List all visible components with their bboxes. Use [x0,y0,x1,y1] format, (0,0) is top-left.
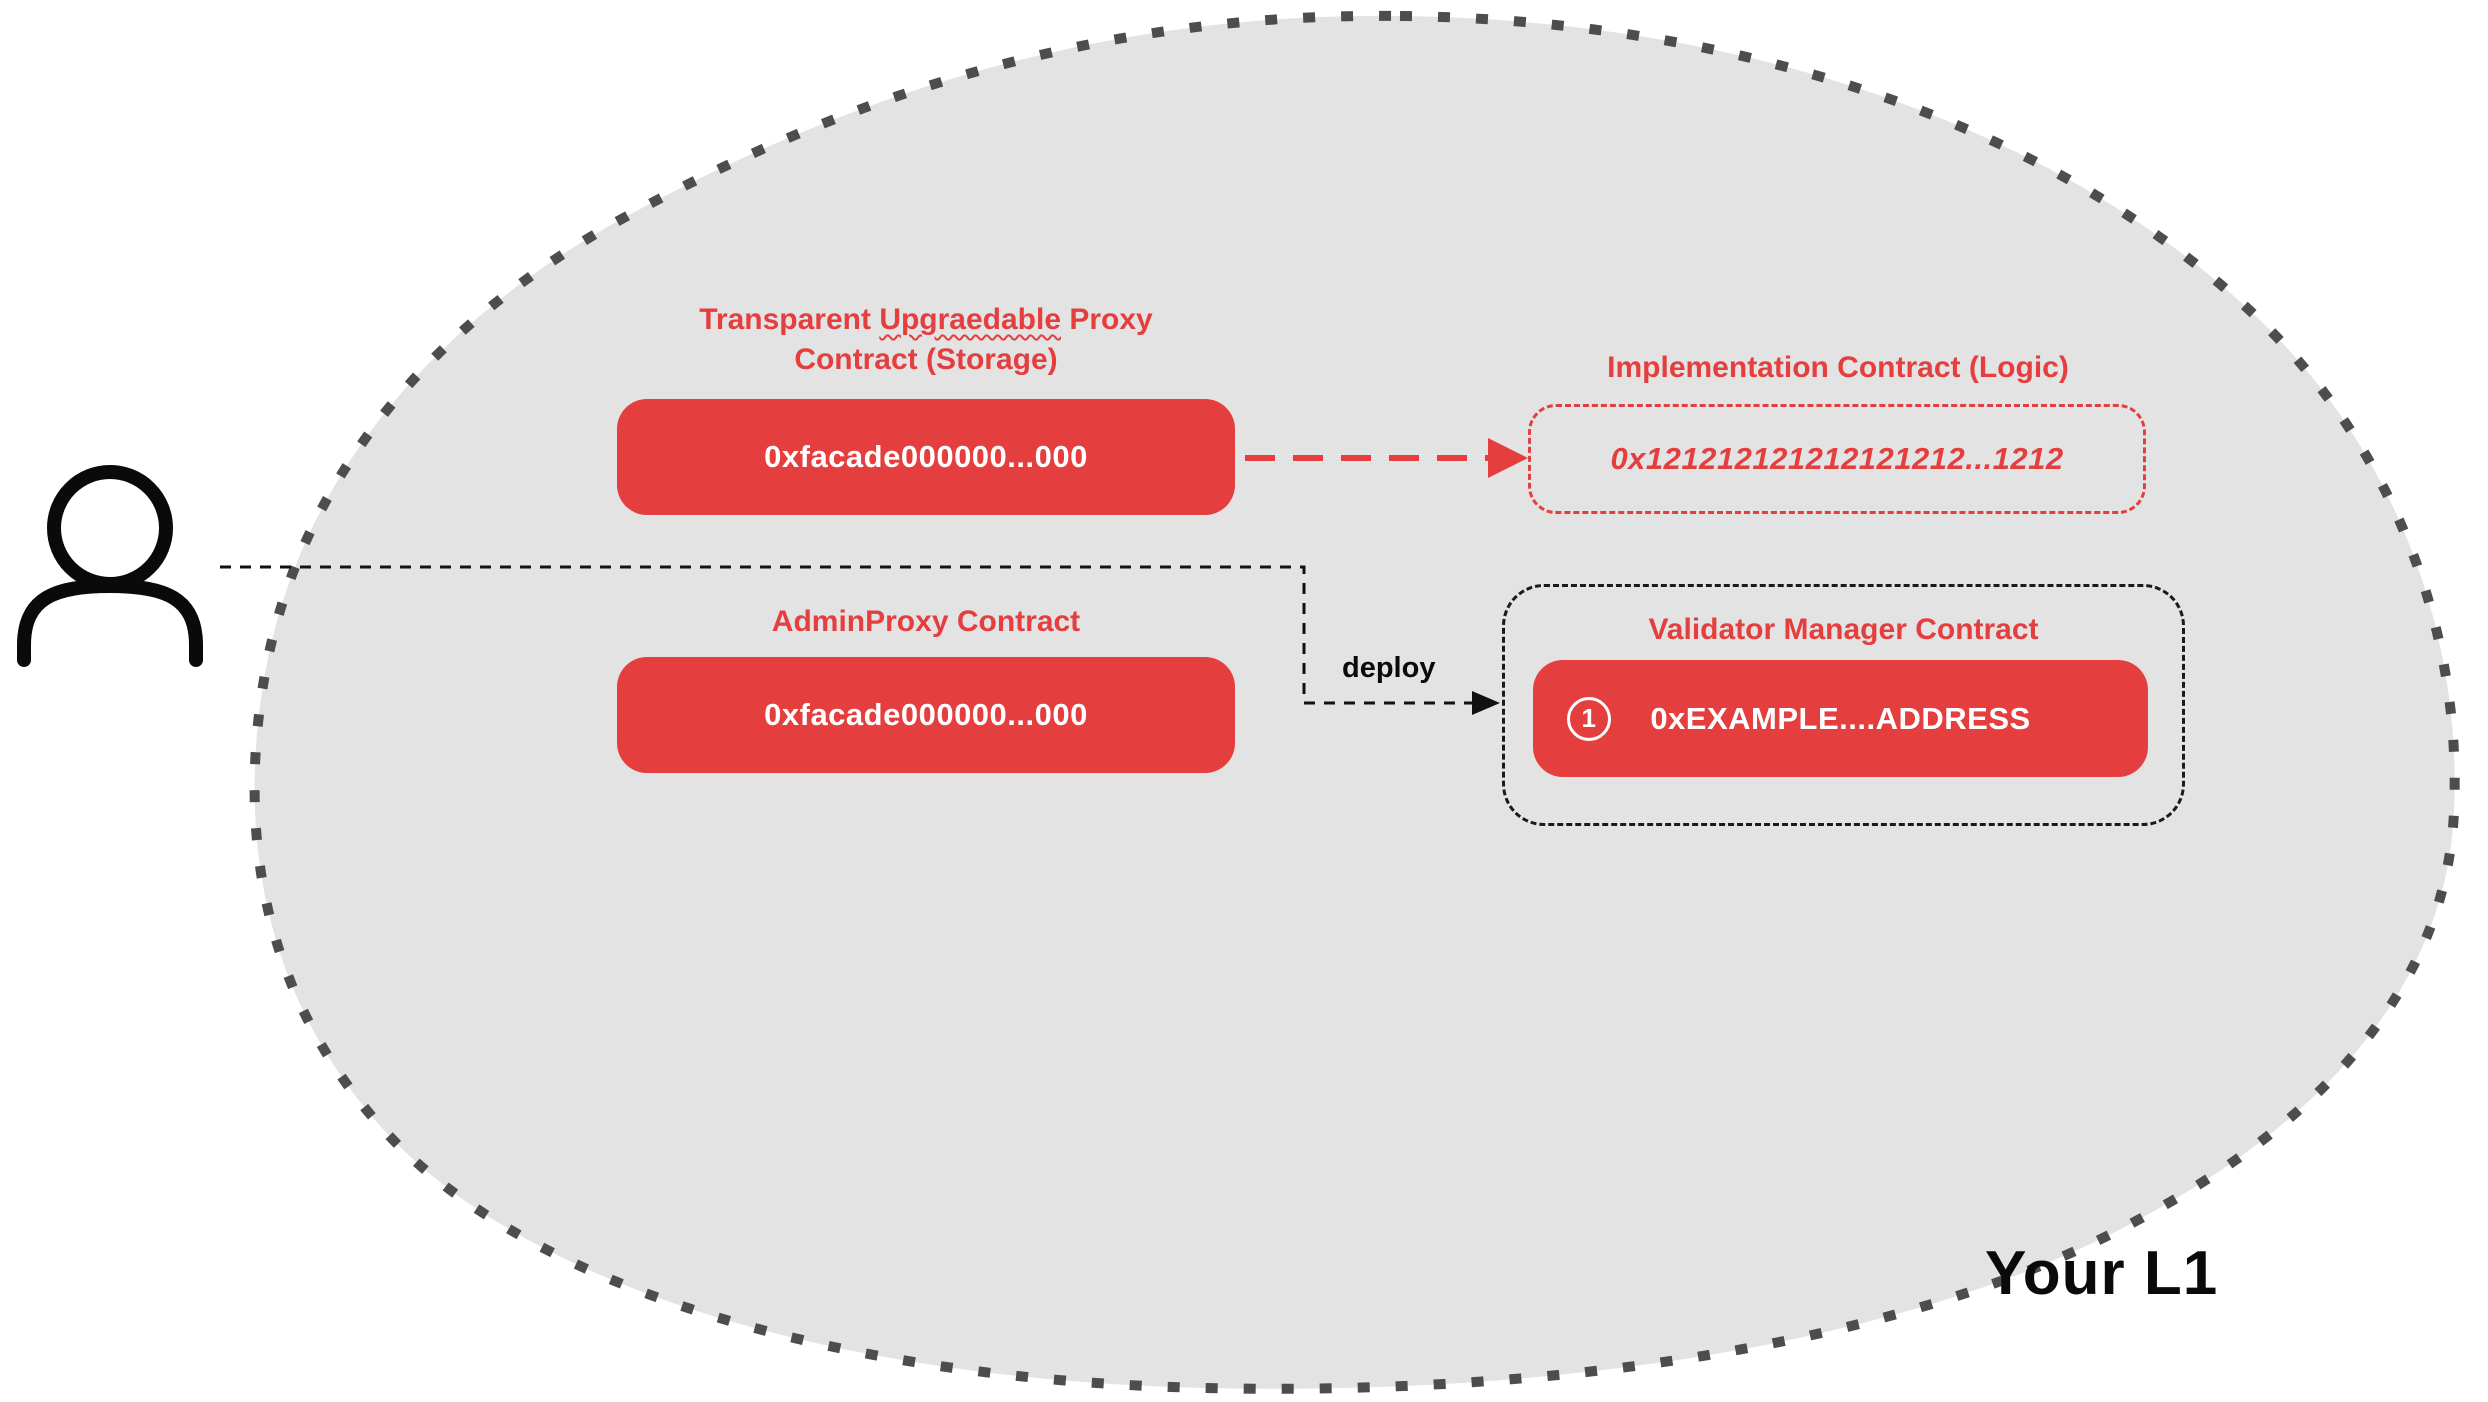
transparent-proxy-address: 0xfacade000000...000 [764,439,1088,474]
deploy-label-text: deploy [1342,652,1436,684]
admin-proxy-title-text: AdminProxy Contract [771,605,1081,638]
region-label: Your L1 [1985,1238,2218,1309]
transparent-proxy-title-line2: Contract (Storage) [794,343,1058,376]
validator-manager-address: 0xEXAMPLE....ADDRESS [1650,700,2031,736]
deploy-arrowhead [1472,691,1500,715]
step-1-badge-number: 1 [1581,703,1597,733]
proxy-to-implementation-arrowhead [1488,438,1528,478]
deploy-path [220,565,1476,705]
user-icon [17,465,203,667]
validator-manager-title: Validator Manager Contract [1505,613,2182,647]
implementation-box: 0x121212121212121212...1212 [1528,404,2146,514]
transparent-proxy-title: Transparent Upgraedable Proxy Contract (… [576,300,1276,380]
deploy-label: deploy [1342,652,1435,685]
transparent-proxy-title-word3: Proxy [1061,303,1153,336]
validator-manager-box: 1 0xEXAMPLE....ADDRESS [1533,660,2148,777]
validator-manager-container: Validator Manager Contract 1 0xEXAMPLE..… [1502,584,2185,826]
region-label-text: Your L1 [1985,1239,2219,1308]
implementation-address: 0x121212121212121212...1212 [1610,441,2064,476]
implementation-title: Implementation Contract (Logic) [1488,348,2188,388]
step-1-badge: 1 [1567,696,1611,741]
transparent-proxy-title-word2-misspelled: Upgraedable [879,303,1062,336]
admin-proxy-box: 0xfacade000000...000 [617,657,1235,773]
admin-proxy-title: AdminProxy Contract [576,602,1276,642]
transparent-proxy-title-word1: Transparent [699,303,880,336]
validator-manager-title-text: Validator Manager Contract [1648,613,2039,646]
transparent-proxy-box: 0xfacade000000...000 [617,399,1235,515]
transparent-proxy-title-line1: Transparent Upgraedable Proxy [576,300,1276,340]
admin-proxy-address: 0xfacade000000...000 [764,697,1088,732]
implementation-title-text: Implementation Contract (Logic) [1607,351,2069,384]
